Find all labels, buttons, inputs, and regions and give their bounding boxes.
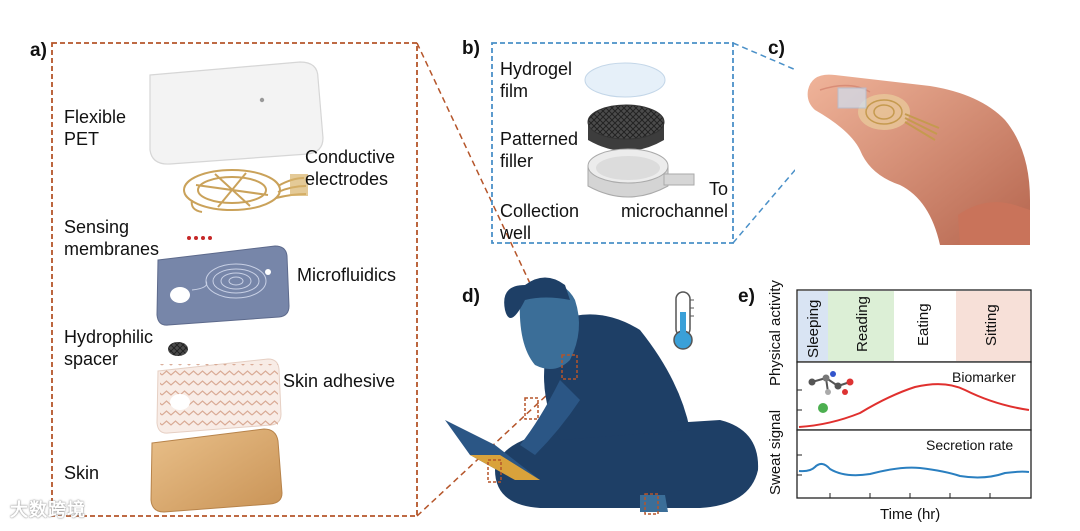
collection-well: [587, 148, 695, 198]
secretion-line: [798, 463, 1030, 479]
sitting-band: [956, 291, 1030, 361]
label-biomarker: Biomarker: [952, 369, 1016, 385]
patterned-filler: [587, 104, 665, 151]
activity-chart: [796, 289, 1032, 499]
reading-band: [828, 291, 894, 361]
label-sweat-signal: Sweat signal: [767, 409, 784, 495]
activity-sitting: Sitting: [983, 304, 1000, 346]
hydrophilic-spacer: [168, 342, 188, 356]
label-time-axis: Time (hr): [880, 506, 941, 523]
label-secretion-rate: Secretion rate: [926, 437, 1014, 453]
zoom-line-a-bottom: [416, 379, 564, 517]
label-microfluidics: Microfluidics: [297, 265, 397, 285]
panel-label-d: d): [462, 286, 480, 307]
molecule-icon: [808, 371, 854, 413]
activity-reading: Reading: [854, 296, 871, 352]
thermometer-icon: [673, 291, 694, 350]
skin-layer: [150, 428, 283, 513]
biomarker-line: [798, 383, 1030, 428]
panel-label-a: a): [30, 40, 47, 61]
sleeping-band: [798, 291, 828, 361]
finger-photo: [795, 45, 1030, 245]
reading-person: [445, 277, 759, 515]
panel-label-b: b): [462, 38, 480, 59]
sensing-membranes: [187, 236, 212, 240]
panel-a-frame: [51, 42, 418, 517]
panel-label-c: c): [768, 38, 785, 59]
panel-label-e: e): [738, 286, 755, 307]
hydrogel-film: [584, 62, 666, 98]
pet-layer: [149, 61, 324, 165]
panel-b-frame: [491, 42, 734, 244]
electrodes-layer: [183, 169, 307, 213]
watermark-logo: 大数跨境: [10, 500, 86, 520]
label-skin: Skin: [64, 463, 100, 483]
activity-sleeping: Sleeping: [805, 299, 822, 358]
activity-eating: Eating: [915, 303, 932, 346]
label-physical-activity: Physical activity: [767, 280, 784, 386]
label-skin-adhesive: Skin adhesive: [283, 371, 396, 391]
